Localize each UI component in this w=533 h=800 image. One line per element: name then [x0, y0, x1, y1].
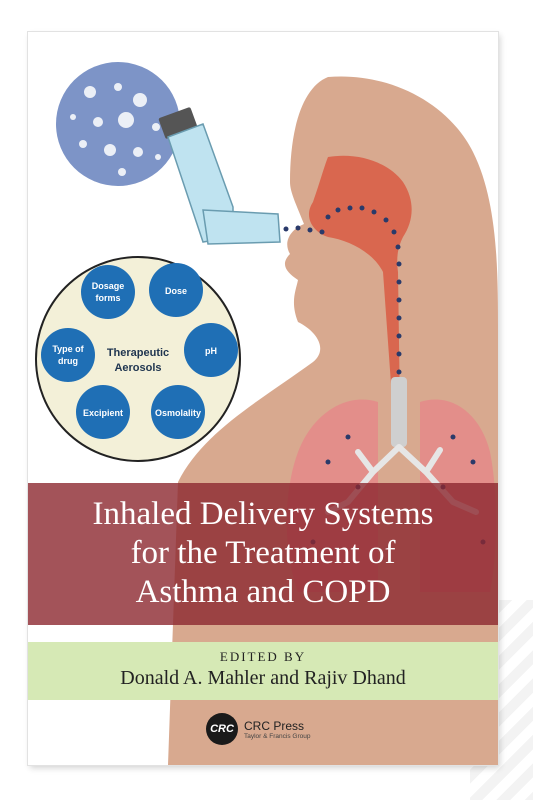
node-dosage-forms: Dosage forms [81, 265, 135, 319]
title-band [28, 483, 498, 625]
aerosol-particles [283, 205, 486, 545]
title-line-2: for the Treatment of [130, 535, 396, 571]
book-cover: Therapeutic Aerosols Dosage forms Dose T… [28, 32, 498, 765]
editors-band [28, 642, 498, 700]
inhaler [158, 107, 281, 245]
svg-text:Osmolality: Osmolality [155, 408, 201, 418]
node-excipient: Excipient [76, 385, 130, 439]
svg-text:drug: drug [58, 356, 78, 366]
crc-logo-icon: CRC [206, 713, 238, 745]
book-title: Inhaled Delivery Systems for the Treatme… [28, 495, 498, 612]
svg-text:Type of: Type of [52, 344, 84, 354]
node-type-of-drug: Type of drug [41, 328, 95, 382]
aerosol-sphere-particles [70, 83, 161, 176]
svg-text:pH: pH [205, 346, 217, 356]
svg-text:Excipient: Excipient [83, 408, 123, 418]
edited-by-label: EDITED BY [219, 649, 307, 664]
node-dose: Dose [149, 263, 203, 317]
svg-text:Dosage: Dosage [92, 281, 125, 291]
editor-names: Donald A. Mahler and Rajiv Dhand [120, 667, 406, 689]
svg-text:forms: forms [95, 293, 120, 303]
node-osmolality: Osmolality [151, 385, 205, 439]
trachea [391, 377, 407, 447]
publisher-group: Taylor & Francis Group [244, 732, 311, 740]
publisher-block: CRC CRC Press Taylor & Francis Group [206, 712, 310, 746]
diagram-center-line1: Therapeutic [107, 347, 169, 359]
title-line-1: Inhaled Delivery Systems [92, 496, 434, 532]
diagram-center-line2: Aerosols [114, 362, 161, 374]
node-ph: pH [184, 323, 238, 377]
svg-text:Dose: Dose [165, 286, 187, 296]
publisher-name: CRC Press [244, 718, 305, 733]
title-line-3: Asthma and COPD [135, 574, 391, 610]
